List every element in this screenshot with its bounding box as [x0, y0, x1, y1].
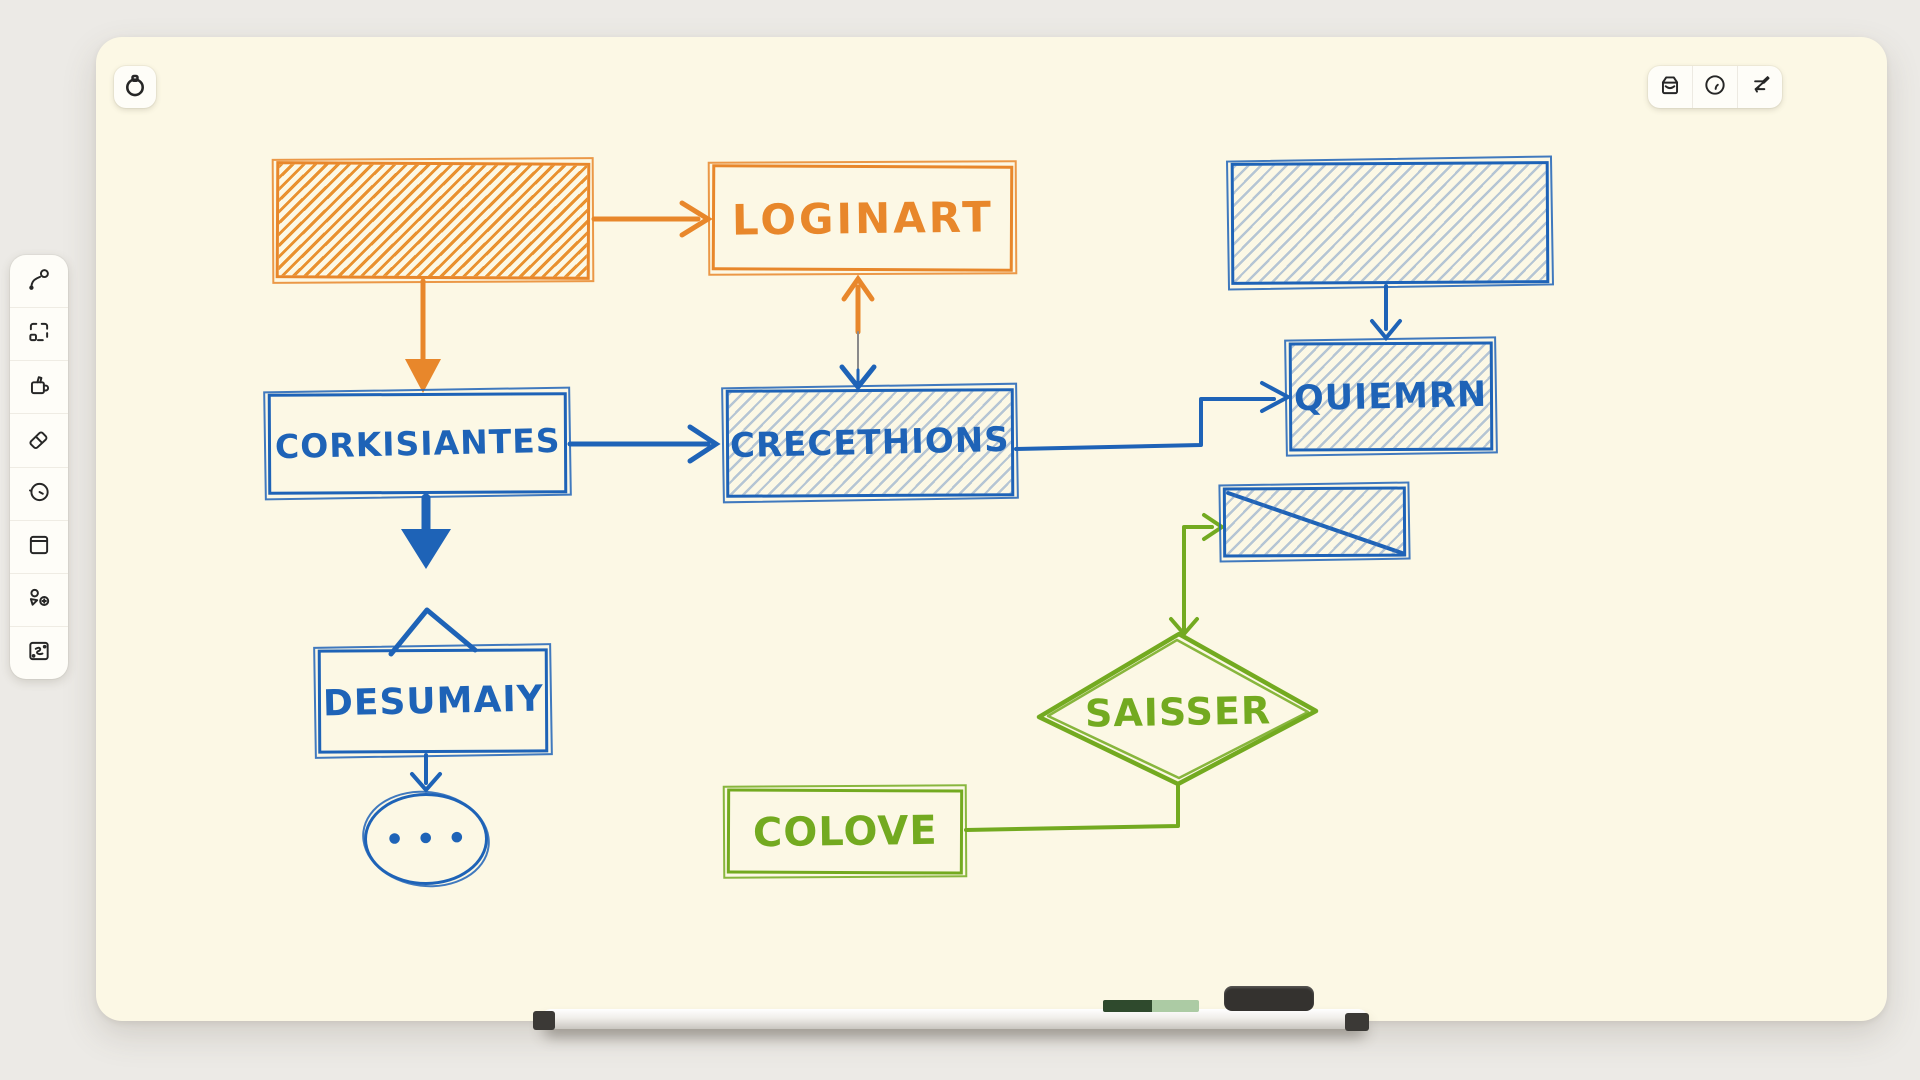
board-toolbar	[1648, 66, 1782, 108]
draw-pen-icon	[1747, 72, 1773, 102]
timer-button[interactable]	[1692, 66, 1737, 108]
node-corkisiantes-label: CORKISIANTES	[274, 420, 561, 467]
timer-tool[interactable]	[10, 466, 68, 520]
node-crossed-box[interactable]	[1222, 486, 1407, 558]
frame-tool[interactable]	[10, 519, 68, 573]
select-tool[interactable]	[10, 307, 68, 360]
node-colove[interactable]: COLOVE	[726, 788, 964, 875]
node-crecethions-label: CRECETHIONS	[729, 419, 1011, 467]
connector-desumaiy-ellipsis[interactable]	[410, 753, 442, 794]
node-saisser-label: SAISSER	[1084, 688, 1272, 736]
stopwatch-button[interactable]	[114, 66, 156, 108]
node-loginart[interactable]: LOGINART	[711, 164, 1014, 272]
draw-pen-button[interactable]	[1737, 66, 1782, 108]
black-marker	[1224, 986, 1314, 1011]
marquee-select-icon	[26, 319, 52, 349]
node-colove-label: COLOVE	[752, 807, 938, 856]
node-ellipsis-label: •••	[384, 820, 480, 858]
marker-tray	[541, 1009, 1368, 1029]
frame-icon	[26, 532, 52, 562]
eraser-tool[interactable]	[10, 413, 68, 466]
connector-corkisiantes-desumaiy[interactable]	[401, 493, 451, 569]
connector-crecethions-quiemrn[interactable]	[1014, 381, 1290, 451]
connector-icon	[26, 266, 52, 296]
node-crecethions[interactable]: CRECETHIONS	[725, 388, 1015, 498]
sticky-tool[interactable]	[10, 360, 68, 413]
connector-orange-down[interactable]	[405, 278, 441, 393]
connector-corkisiantes-crecethions[interactable]	[567, 424, 721, 464]
green-marker-body	[1152, 1000, 1199, 1012]
connector-topbox-quiemrn[interactable]	[1370, 284, 1402, 342]
bag-button[interactable]	[1648, 66, 1692, 108]
tray-end-cap-right	[1345, 1013, 1369, 1031]
node-quiemrn[interactable]: QUIEMRN	[1288, 341, 1494, 452]
bag-icon	[1657, 72, 1683, 102]
desumaiy-caret[interactable]	[388, 607, 478, 657]
node-saisser-label-wrap[interactable]: SAISSER	[1078, 682, 1278, 742]
eraser-icon	[26, 425, 52, 455]
node-desumaiy[interactable]: DESUMAIY	[317, 648, 549, 754]
shapes-plus-icon	[26, 585, 52, 615]
left-toolbar	[10, 255, 68, 679]
sketch-tool[interactable]	[10, 625, 68, 679]
connector-green-elbow[interactable]	[1169, 513, 1224, 636]
shapes-tool[interactable]	[10, 572, 68, 626]
clock-icon	[26, 479, 52, 509]
node-orange-filled-box[interactable]	[275, 161, 591, 280]
stopwatch-icon	[121, 71, 149, 103]
connector-bidirectional[interactable]	[839, 274, 877, 392]
node-quiemrn-label: QUIEMRN	[1293, 374, 1489, 419]
tray-end-cap-left	[533, 1011, 555, 1030]
node-corkisiantes[interactable]: CORKISIANTES	[267, 392, 568, 495]
node-desumaiy-label: DESUMAIY	[322, 678, 544, 724]
connector-tool[interactable]	[10, 255, 68, 307]
node-ellipsis-bubble[interactable]: •••	[363, 792, 489, 886]
node-loginart-label: LOGINART	[731, 191, 994, 245]
sketch-board-icon	[26, 638, 52, 668]
node-blue-filled-box[interactable]	[1230, 161, 1550, 285]
whiteboard-canvas[interactable]: LOGINART CORKISIANTES CRECETHIONS QUIEMR…	[96, 37, 1887, 1031]
timer-icon	[1702, 72, 1728, 102]
pen-cup-icon	[26, 372, 52, 402]
connector-orange-right[interactable]	[591, 200, 713, 238]
green-marker-cap	[1103, 1000, 1152, 1012]
connector-layer	[388, 200, 1404, 832]
connector-saisser-colove[interactable]	[964, 784, 1180, 832]
